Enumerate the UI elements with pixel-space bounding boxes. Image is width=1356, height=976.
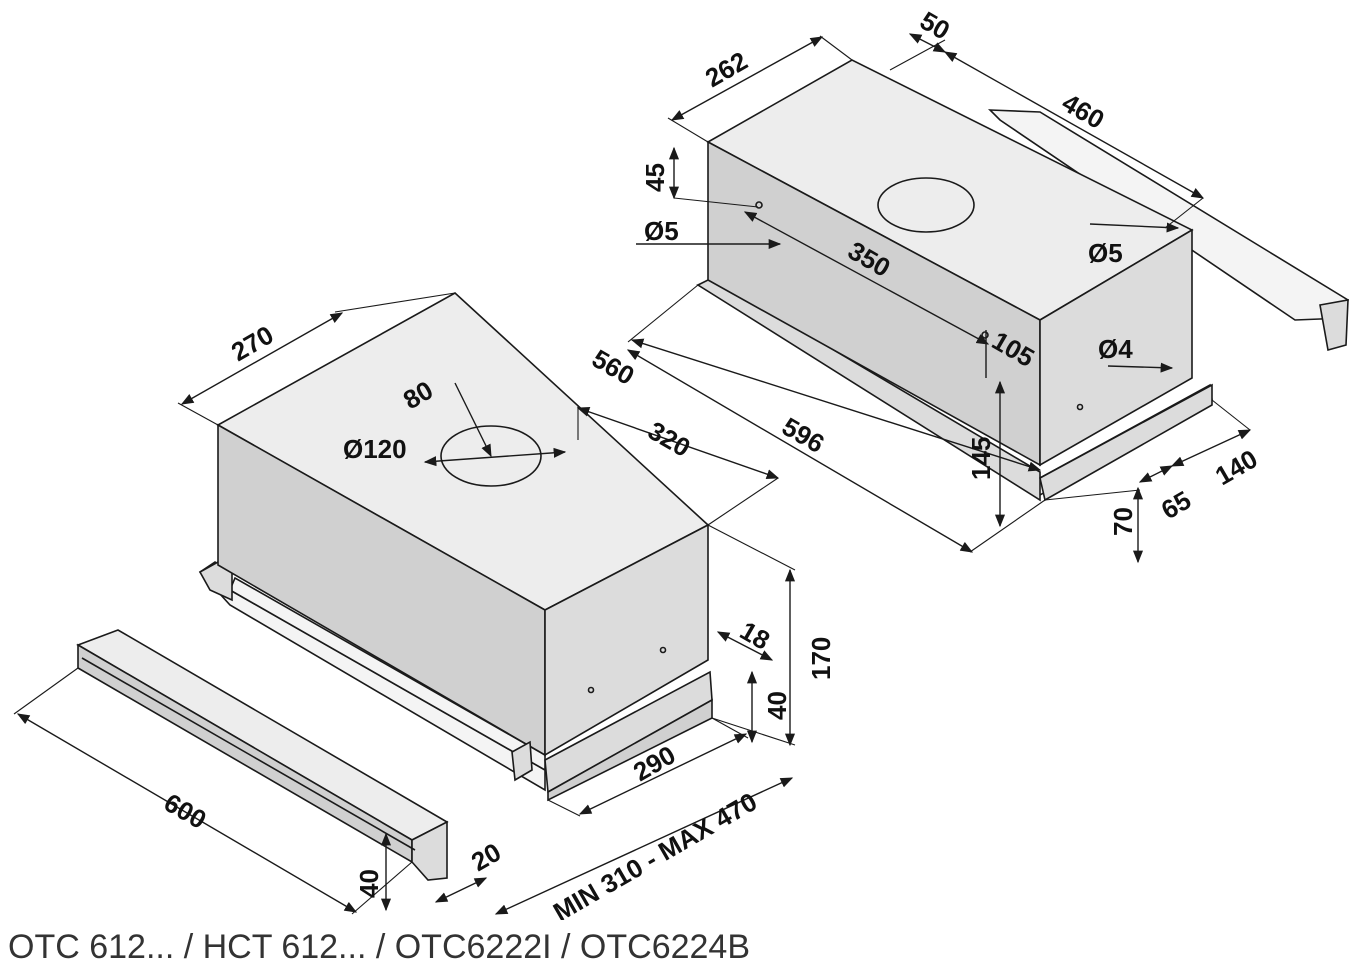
rear-dim-140: 140	[1210, 444, 1263, 492]
front-dim-320: 320	[643, 415, 696, 463]
front-hood-visor-groove	[81, 657, 416, 851]
rear-dim-line-262	[670, 36, 824, 121]
front-dim-40-side: 40	[762, 691, 792, 720]
rear-ext-140	[1211, 399, 1251, 431]
front-hood-screw-2	[659, 646, 667, 654]
rear-ext-262b	[819, 35, 853, 61]
rear-dim-560: 560	[587, 343, 640, 391]
front-ext-170b	[711, 717, 796, 746]
rear-dim-line-50	[908, 33, 947, 53]
rear-dim-line-140	[1170, 429, 1252, 467]
front-ext-290a	[547, 799, 581, 817]
rear-ext-560a	[627, 284, 699, 343]
rear-dim-5-right: Ø5	[1088, 238, 1123, 268]
front-dim-20: 20	[466, 837, 506, 877]
front-ext-270a	[177, 402, 219, 426]
front-dim-line-80	[454, 382, 492, 458]
front-ext-600a	[13, 667, 79, 715]
front-ext-320b	[707, 477, 779, 526]
front-dim-min-max: MIN 310 - MAX 470	[548, 786, 762, 920]
rear-dim-45: 45	[640, 163, 670, 192]
rear-hood-foot-front	[1039, 383, 1213, 502]
front-dim-170: 170	[806, 637, 836, 680]
rear-dim-145: 145	[966, 437, 996, 480]
front-dim-600: 600	[159, 787, 212, 835]
rear-dim-line-460	[943, 51, 1205, 199]
rear-hood-hole-1	[755, 201, 763, 209]
front-hood-side-face	[544, 523, 709, 757]
front-dim-line-270	[180, 312, 344, 405]
front-hood-foot-left	[198, 561, 233, 602]
front-hood-slide-block	[511, 740, 533, 782]
rear-dim-line-65	[1138, 465, 1174, 483]
front-dim-270: 270	[226, 320, 279, 368]
front-dim-line-120	[423, 447, 567, 467]
front-dim-line-18	[716, 631, 774, 661]
rear-dim-line-596	[626, 349, 974, 553]
front-ext-170a	[707, 524, 796, 571]
rear-dim-596: 596	[777, 411, 830, 459]
rear-dim-4: Ø4	[1098, 334, 1133, 364]
front-dim-line-600	[16, 713, 358, 913]
rear-ext-70	[1044, 489, 1141, 501]
rear-dim-5-left: Ø5	[644, 216, 679, 246]
technical-drawing: 600 270 80 Ø120 320 170 18 40 290	[13, 5, 1349, 920]
front-dim-18: 18	[735, 615, 775, 655]
rear-dim-line-4	[1107, 362, 1174, 373]
front-dim-120: Ø120	[343, 434, 407, 464]
rear-dim-70: 70	[1108, 507, 1138, 536]
front-hood-screw-1	[587, 686, 595, 694]
rear-dim-line-350	[743, 211, 990, 345]
rear-dim-262: 262	[700, 46, 753, 94]
rear-dim-line-5-right	[1089, 222, 1180, 233]
front-dim-line-min-max	[494, 777, 794, 915]
rear-ext-45	[673, 197, 759, 208]
front-dim-line-20	[434, 877, 488, 903]
model-caption: OTC 612... / HCT 612... / OTC6222I / OTC…	[8, 928, 751, 966]
rear-ext-50	[889, 39, 946, 71]
rear-hood-hole-3	[1076, 403, 1084, 411]
rear-ext-596	[969, 499, 1046, 553]
rear-ext-262a	[667, 117, 709, 143]
rear-hood-rail-end	[1319, 299, 1349, 352]
rear-dim-65: 65	[1156, 485, 1196, 525]
front-dim-40-front: 40	[354, 869, 384, 898]
front-ext-270b	[334, 292, 456, 313]
